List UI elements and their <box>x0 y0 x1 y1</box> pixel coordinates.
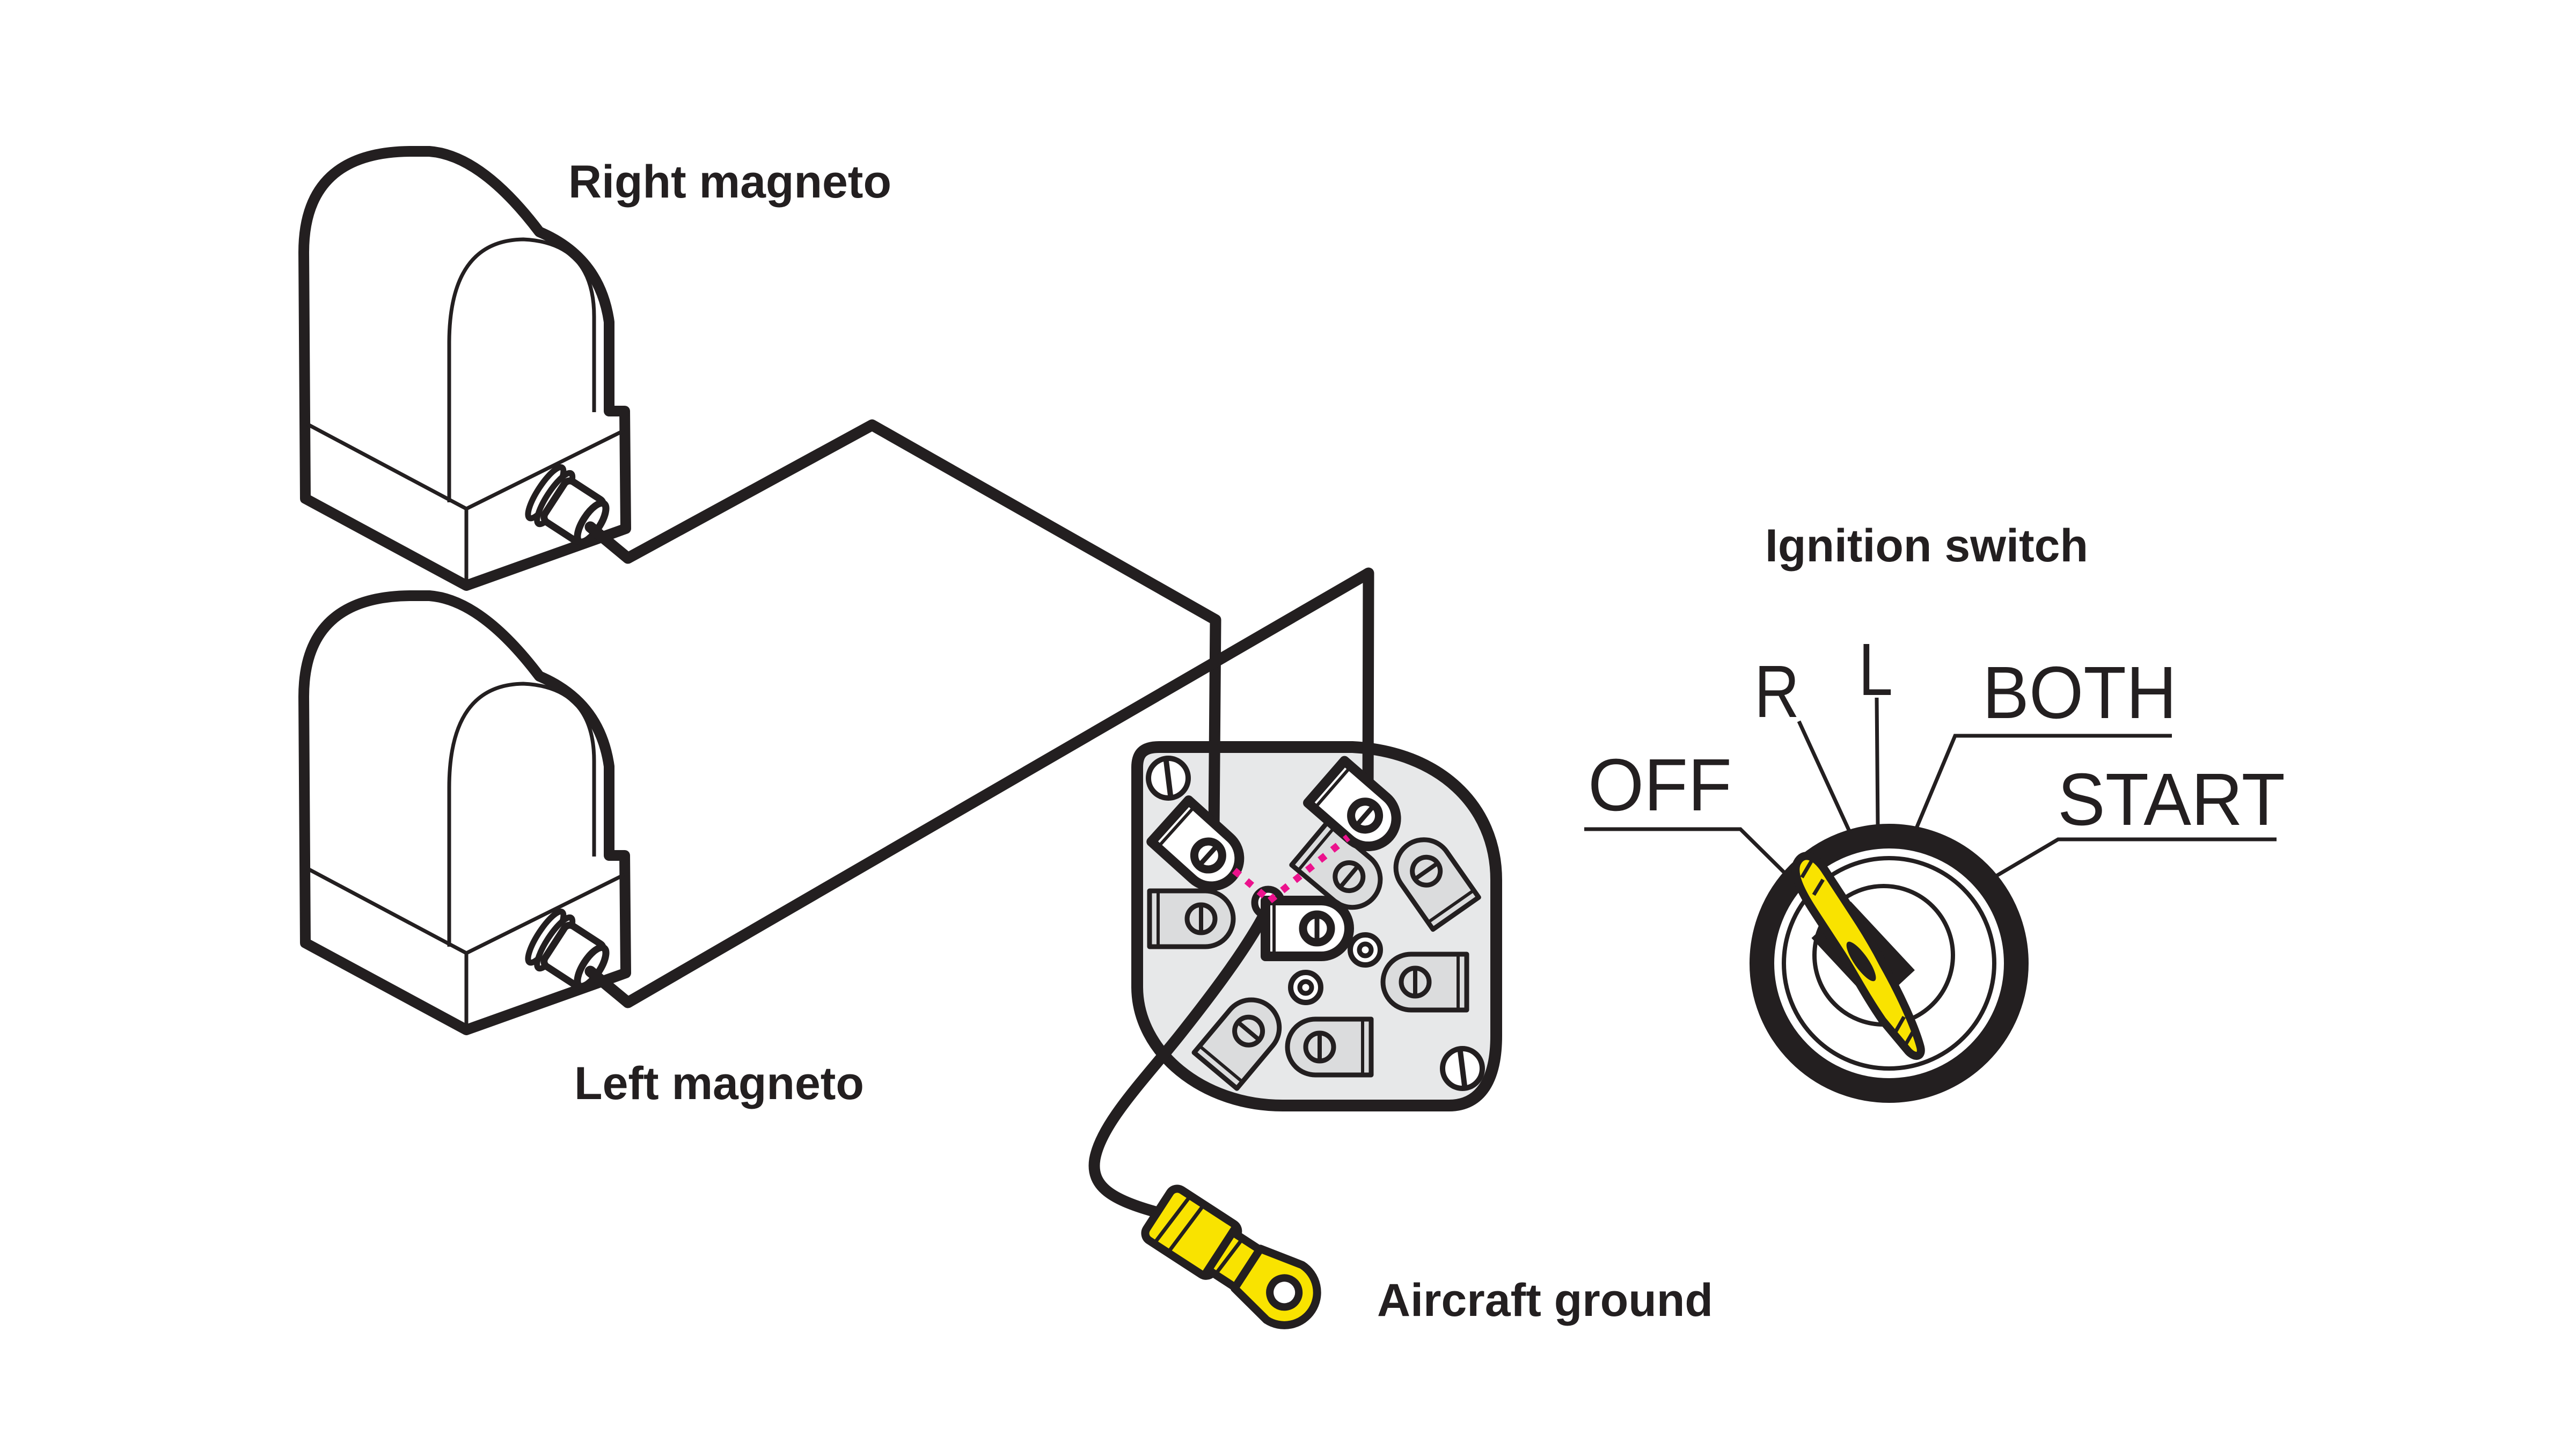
terminal-lug-ground <box>1265 901 1349 956</box>
leader-line-off <box>1584 827 1787 875</box>
right-magneto-label: Right magneto <box>568 156 891 208</box>
leader-line-both <box>1914 734 2172 829</box>
ground-ring-terminal <box>1141 1184 1321 1329</box>
ignition-key <box>1791 852 1925 1060</box>
left-magneto-p-lead-wire <box>584 567 1374 1008</box>
ignition-switch-face <box>1748 823 2030 1104</box>
switch-position-both: BOTH <box>1982 652 2177 734</box>
connector-corner-screw <box>1148 758 1188 798</box>
leader-line-r <box>1797 720 1853 835</box>
terminal-lug-gray <box>1383 954 1467 1010</box>
terminal-lug-gray <box>1287 1019 1371 1075</box>
ground-wire <box>1088 901 1274 1219</box>
aircraft-ground-label: Aircraft ground <box>1377 1275 1713 1326</box>
left-magneto-label: Left magneto <box>574 1058 864 1109</box>
right-magneto <box>304 151 626 586</box>
leader-line-start <box>1995 837 2277 878</box>
right-magneto-p-lead-wire <box>584 419 1221 835</box>
left-magneto <box>304 596 626 1030</box>
switch-position-start: START <box>2058 758 2285 841</box>
terminal-lug-gray <box>1150 891 1233 947</box>
leader-line-l <box>1875 697 1880 825</box>
switch-bezel-ring <box>1750 824 2029 1103</box>
connector-corner-screw <box>1443 1049 1482 1088</box>
washer-ring <box>1291 972 1321 1002</box>
washer-ring <box>1350 935 1380 965</box>
internal-connection-dotted-lines <box>1232 834 1351 904</box>
ignition-switch-label: Ignition switch <box>1765 520 2088 572</box>
switch-position-labels: OFF R L BOTH START <box>1584 628 2285 878</box>
switch-position-l: L <box>1858 628 1893 711</box>
switch-position-off: OFF <box>1588 744 1732 826</box>
connector-terminals <box>1150 761 1479 1089</box>
switch-position-r: R <box>1754 650 1799 733</box>
